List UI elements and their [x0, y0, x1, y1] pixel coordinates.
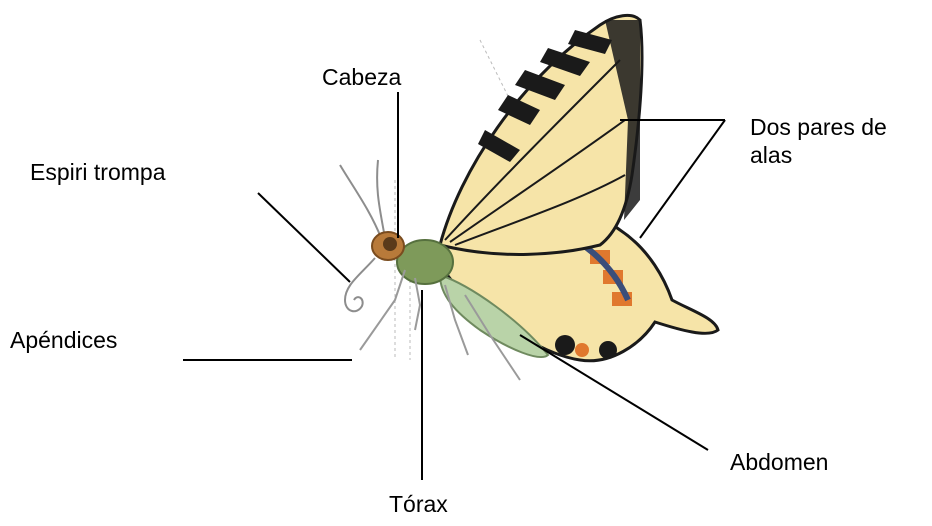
- label-head: Cabeza: [322, 63, 401, 91]
- antennae: [340, 160, 385, 240]
- leader-wings-2: [640, 120, 725, 238]
- fore-wing: [440, 15, 642, 254]
- label-appendages: Apéndices: [10, 326, 117, 354]
- label-thorax: Tórax: [389, 490, 448, 518]
- eye-icon: [383, 237, 397, 251]
- thorax-body: [397, 240, 453, 284]
- proboscis-coil: [345, 258, 375, 311]
- leader-proboscis: [258, 193, 350, 282]
- label-proboscis: Espiri trompa: [30, 158, 165, 186]
- label-wings: Dos pares de alas: [750, 113, 930, 169]
- label-abdomen: Abdomen: [730, 448, 828, 476]
